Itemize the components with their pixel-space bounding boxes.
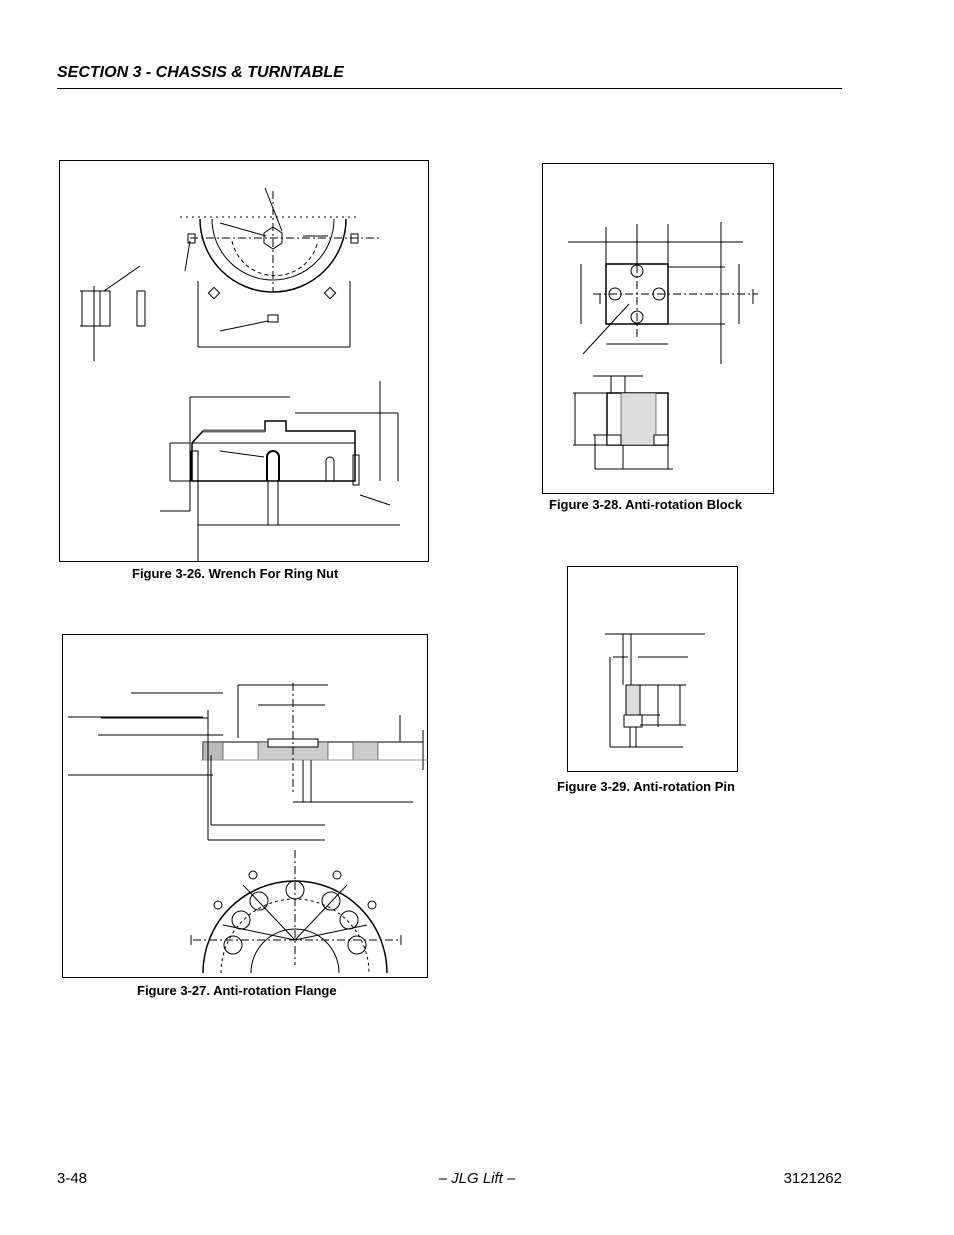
figure-anti-rotation-pin bbox=[567, 566, 738, 772]
figure-anti-rotation-block bbox=[542, 163, 774, 494]
figure-anti-rotation-flange bbox=[62, 634, 428, 978]
figure-wrench-ring-nut bbox=[59, 160, 429, 562]
figure-caption: Figure 3-28. Anti-rotation Block bbox=[549, 497, 743, 512]
figure-caption: Figure 3-26. Wrench For Ring Nut bbox=[132, 566, 339, 581]
doc-number: 3121262 bbox=[783, 1170, 842, 1187]
figure-caption: Figure 3-29. Anti-rotation Pin bbox=[557, 779, 735, 794]
wrench-drawing bbox=[80, 187, 400, 561]
page-number: 3-48 bbox=[57, 1170, 88, 1187]
pin-drawing bbox=[605, 633, 705, 748]
figure-caption: Figure 3-27. Anti-rotation Flange bbox=[137, 983, 337, 998]
footer-center-text: – JLG Lift – bbox=[438, 1170, 516, 1187]
flange-drawing bbox=[68, 683, 428, 974]
block-drawing bbox=[568, 222, 758, 470]
section-title: SECTION 3 - CHASSIS & TURNTABLE bbox=[57, 64, 344, 81]
header-rule bbox=[57, 88, 842, 89]
